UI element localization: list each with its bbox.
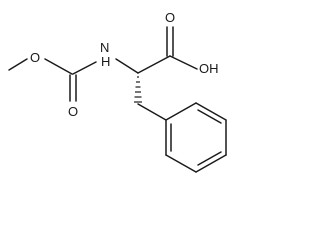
carbamate-carbonyl-oxygen-label: O	[68, 104, 78, 119]
hashed-wedge-bond	[134, 76, 142, 103]
bond-n-calpha	[115, 58, 139, 74]
acid-carbonyl-oxygen-label: O	[165, 10, 175, 25]
structural-formula: O O N H O OH	[8, 10, 227, 173]
benzene-ring	[165, 102, 227, 173]
bond-methyl-o	[8, 58, 28, 71]
methoxy-oxygen-label: O	[30, 50, 40, 65]
bond-cacid-oh	[169, 55, 198, 70]
bond-c-n	[72, 61, 97, 75]
bond-calpha-cacid	[137, 55, 171, 74]
bond-ch2-ring	[137, 103, 167, 121]
bond-o-carbamate-c	[44, 58, 73, 75]
nitrogen-hydrogen-label: H	[101, 54, 110, 69]
acid-hydroxyl-label: OH	[199, 61, 219, 76]
nitrogen-label: N	[100, 40, 109, 55]
